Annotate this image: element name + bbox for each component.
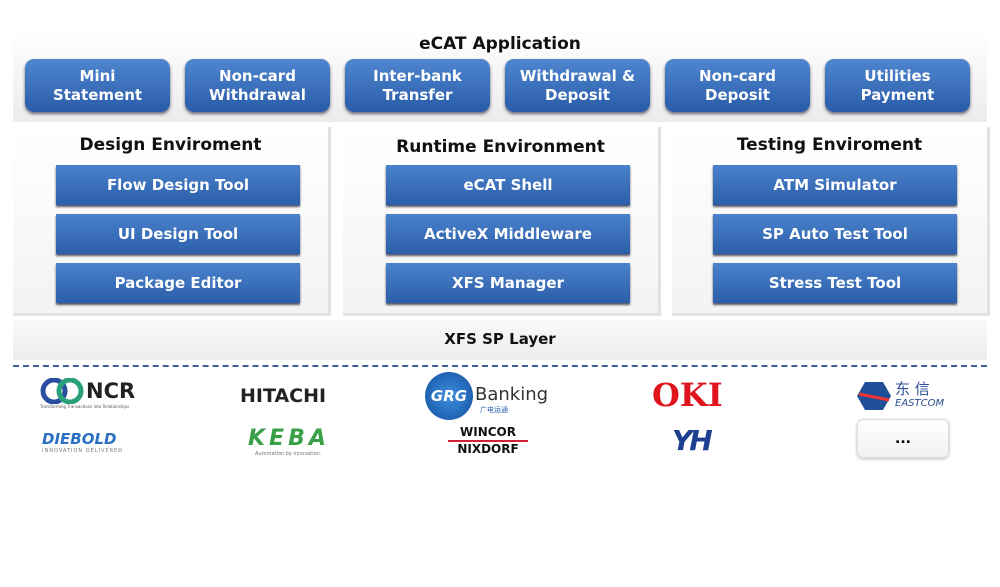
tool-ecat-shell[interactable]: eCAT Shell bbox=[386, 165, 630, 205]
panel-title: Runtime Environment bbox=[396, 137, 605, 157]
tool-stress-test[interactable]: Stress Test Tool bbox=[713, 263, 957, 303]
panel-title: Design Enviroment bbox=[79, 135, 262, 155]
application-band bbox=[13, 30, 987, 122]
yh-logo: YH bbox=[672, 424, 713, 457]
panel-title: Testing Enviroment bbox=[736, 135, 923, 155]
runtime-environment-panel: Runtime Environment eCAT Shell ActiveX M… bbox=[343, 127, 661, 316]
tool-xfs-manager[interactable]: XFS Manager bbox=[386, 263, 630, 303]
keba-logo: KEBA Automation by innovation. bbox=[248, 426, 330, 457]
tool-sp-auto-test[interactable]: SP Auto Test Tool bbox=[713, 214, 957, 254]
eastcom-mark-icon bbox=[857, 382, 891, 410]
diebold-logo: DIEBOLD INNOVATION DELIVERED bbox=[42, 430, 124, 454]
tool-atm-simulator[interactable]: ATM Simulator bbox=[713, 165, 957, 205]
dashed-divider bbox=[13, 365, 987, 367]
app-withdrawal-deposit[interactable]: Withdrawal & Deposit bbox=[505, 59, 650, 112]
app-non-card-deposit[interactable]: Non-card Deposit bbox=[665, 59, 810, 112]
wincor-nixdorf-logo: WINCOR NIXDORF bbox=[448, 425, 528, 457]
eastcom-logo: 东 信 EASTCOM bbox=[855, 378, 955, 414]
app-utilities-payment[interactable]: Utilities Payment bbox=[825, 59, 970, 112]
app-mini-statement[interactable]: Mini Statement bbox=[25, 59, 170, 112]
testing-environment-panel: Testing Enviroment ATM Simulator SP Auto… bbox=[672, 127, 990, 316]
hitachi-logo: HITACHI bbox=[240, 385, 327, 407]
xfs-sp-layer-band bbox=[13, 320, 987, 360]
ncr-mark-icon bbox=[40, 377, 84, 405]
grg-banking-logo: GRG Banking 广电运通 bbox=[425, 372, 565, 420]
ncr-logo: NCR Transforming Transactions into Relat… bbox=[40, 377, 136, 409]
tool-package-editor[interactable]: Package Editor bbox=[56, 263, 300, 303]
tool-ui-design[interactable]: UI Design Tool bbox=[56, 214, 300, 254]
tool-flow-design[interactable]: Flow Design Tool bbox=[56, 165, 300, 205]
app-title: eCAT Application bbox=[419, 34, 581, 54]
oki-logo: OKI bbox=[652, 376, 723, 414]
tool-activex-middleware[interactable]: ActiveX Middleware bbox=[386, 214, 630, 254]
app-non-card-withdrawal[interactable]: Non-card Withdrawal bbox=[185, 59, 330, 112]
app-inter-bank-transfer[interactable]: Inter-bank Transfer bbox=[345, 59, 490, 112]
more-vendors-button[interactable]: ... bbox=[857, 419, 949, 458]
design-environment-panel: Design Enviroment Flow Design Tool UI De… bbox=[13, 127, 331, 316]
xfs-sp-layer-label: XFS SP Layer bbox=[444, 330, 556, 348]
